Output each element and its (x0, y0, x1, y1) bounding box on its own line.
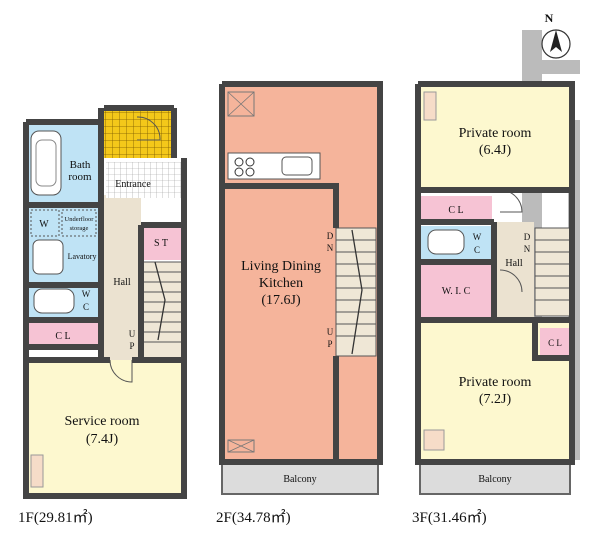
label-cl-3f-2: C L (548, 338, 562, 348)
label-private1-2: (6.4J) (479, 143, 512, 158)
room-service (26, 360, 184, 494)
walls-2f (219, 81, 383, 465)
north-compass: N (541, 11, 571, 59)
room-closet-3f-1 (420, 196, 492, 220)
label-st: S T (154, 238, 168, 249)
label-wic: W. I. C (442, 286, 471, 297)
stairs-2f (335, 227, 377, 357)
stairs-3f (534, 227, 571, 317)
label-underfloor-2: storage (70, 225, 89, 232)
floor-1f: Bath room W Underfloor storage Lavatory … (23, 105, 187, 499)
room-closet (26, 320, 101, 347)
room-private-1 (418, 86, 572, 190)
label-hall-1f: Hall (113, 277, 130, 288)
label-service-2: (7.4J) (86, 432, 119, 447)
hall-area (101, 195, 141, 360)
room-wic (420, 264, 492, 318)
label-wc-3f-c: C (474, 245, 480, 255)
balcony-2f (221, 461, 379, 495)
label-bath-2: room (68, 171, 92, 183)
label-wc-3f-w: W (473, 232, 482, 242)
label-ldk-2: Kitchen (259, 276, 303, 291)
bathtub (30, 130, 62, 196)
label-underfloor-1: Underfloor (65, 216, 95, 223)
floor-label-2f: 2F(34.78㎡) (216, 509, 291, 526)
label-lavatory: Lavatory (68, 252, 97, 261)
label-up-2f-p: P (327, 339, 332, 349)
hall-3f (494, 222, 534, 317)
floor-3f: Private room (6.4J) C L W C D N Hall W. … (415, 81, 575, 495)
label-dn-2f-n: N (327, 243, 334, 253)
sink-1f (32, 239, 64, 275)
label-cl-3f-1: C L (448, 205, 463, 216)
label-balcony-2f: Balcony (283, 474, 316, 485)
label-bath-1: Bath (70, 159, 91, 171)
walls-1f (23, 105, 187, 499)
walls-3f (415, 81, 575, 465)
label-dn-3f-d: D (524, 232, 531, 242)
toilet-3f (427, 229, 465, 255)
label-wc-1f-w: W (82, 289, 91, 299)
room-closet-3f-2b (540, 328, 570, 358)
label-private1-1: Private room (459, 126, 532, 141)
label-hall-3f: Hall (505, 258, 522, 269)
label-ldk-3: (17.6J) (261, 293, 301, 308)
label-private2-2: (7.2J) (479, 392, 512, 407)
label-dn-3f-n: N (524, 244, 531, 254)
washer-box (30, 209, 60, 237)
label-washer: W (39, 219, 49, 230)
label-ldk-1: Living Dining (241, 259, 321, 274)
entrance-floor (106, 162, 182, 198)
label-up-1f-u: U (129, 329, 136, 339)
label-balcony-3f: Balcony (478, 474, 511, 485)
floor-2f: Living Dining Kitchen (17.6J) D N U P Ba… (219, 81, 383, 495)
stairs-1f (140, 261, 185, 359)
toilet-1f (33, 288, 75, 314)
window-1f-service (30, 454, 44, 488)
floor-label-1f: 1F(29.81㎡) (18, 509, 93, 526)
label-dn-2f-d: D (327, 231, 334, 241)
label-cl-1f: C L (55, 331, 70, 342)
window-3f-bottom (423, 429, 445, 451)
floor-label-3f: 3F(31.46㎡) (412, 509, 487, 526)
room-storage (141, 225, 181, 260)
label-up-1f-p: P (129, 341, 134, 351)
window-2f-bottom (227, 439, 255, 453)
label-entrance: Entrance (115, 179, 151, 190)
compass-north-label: N (545, 11, 554, 25)
underfloor-box (61, 209, 97, 237)
entrance-tile (104, 108, 174, 158)
label-service-1: Service room (64, 414, 139, 429)
label-up-2f-u: U (327, 327, 334, 337)
window-3f-top (423, 91, 437, 121)
label-private2-1: Private room (459, 375, 532, 390)
label-wc-1f-c: C (83, 302, 89, 312)
window-2f-top (227, 91, 255, 117)
